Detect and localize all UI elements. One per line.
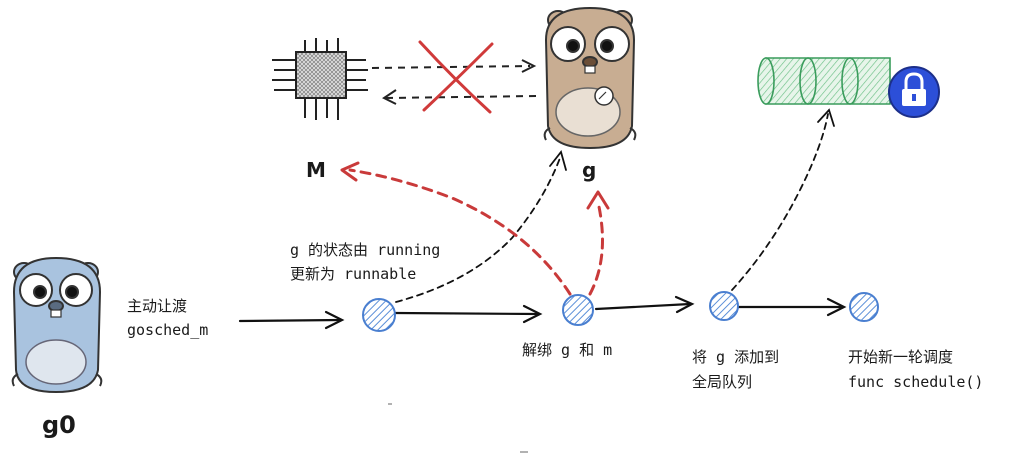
state-change-line2: 更新为 runnable [290, 265, 417, 283]
m-label: M [306, 158, 326, 182]
state-change-line1: g 的状态由 running [290, 241, 441, 259]
flow-node [362, 298, 396, 332]
add-global-line1: 将 g 添加到 [692, 348, 780, 366]
gopher-icon [543, 6, 637, 150]
new-round-line2: func schedule() [848, 373, 984, 391]
dashed-arrows [395, 113, 829, 303]
unbind-label: 解绑 g 和 m [522, 341, 613, 359]
flow-node [709, 291, 739, 321]
m-g-link [371, 59, 537, 105]
flow-node [849, 292, 879, 322]
cpu-chip-icon [272, 38, 368, 120]
lock-icon [888, 66, 940, 118]
red-dashed-arrows [348, 168, 604, 296]
gopher-icon [11, 256, 103, 394]
start-step-line1: 主动让渡 [127, 297, 188, 315]
cross-icon [418, 40, 494, 114]
global-queue-icon [757, 57, 891, 105]
add-global-line2: 全局队列 [692, 373, 753, 391]
flow-node [562, 294, 594, 326]
g0-label: g0 [42, 411, 76, 439]
flow-arrows [238, 295, 847, 330]
g-label: g [582, 158, 597, 182]
new-round-line1: 开始新一轮调度 [848, 348, 954, 366]
start-step-line2: gosched_m [127, 321, 209, 339]
